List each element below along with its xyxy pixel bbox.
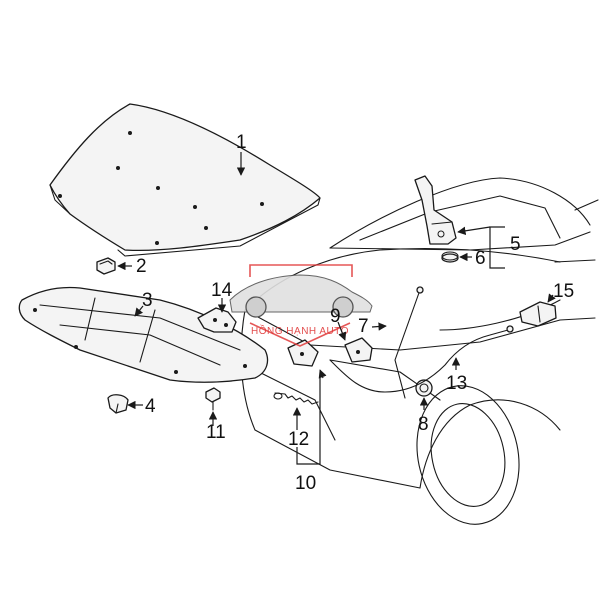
hood-latch [414, 175, 457, 245]
hinge-bolt [205, 387, 221, 411]
vehicle-front-outline [240, 177, 599, 525]
callout-12: 12 [288, 429, 309, 450]
callout-4: 4 [145, 396, 156, 417]
bumper-cushion [96, 257, 116, 275]
callout-2: 2 [136, 256, 147, 277]
hood-insulator [18, 286, 269, 383]
hood-spring [273, 392, 319, 405]
callout-1: 1 [236, 132, 247, 153]
rod-grommet [415, 379, 433, 397]
callout-11: 11 [206, 422, 226, 443]
leader-lines [117, 152, 556, 465]
callout-10: 10 [295, 473, 316, 494]
hood-panel [49, 103, 321, 257]
hood-hinge [287, 337, 373, 367]
latch-nut [441, 251, 459, 263]
hood-hinge-assembly [197, 307, 237, 333]
callout-6: 6 [475, 248, 486, 269]
callout-5: 5 [510, 234, 521, 255]
callout-9: 9 [330, 306, 341, 327]
callout-13: 13 [446, 373, 467, 394]
callout-15: 15 [553, 281, 574, 302]
release-cable [329, 325, 514, 393]
insulator-retainer [107, 394, 129, 414]
watermark-text: HỒNG HẠNH AUTO [251, 324, 349, 337]
hood-support-rod [394, 286, 424, 399]
callout-3: 3 [142, 290, 153, 311]
watermark-logo: HỒNG HẠNH AUTO [229, 264, 373, 347]
release-handle [519, 301, 557, 327]
callout-labels: 1 2 3 4 5 6 7 8 9 10 11 12 13 14 15 [136, 132, 574, 494]
callout-14: 14 [211, 280, 233, 301]
callout-8: 8 [418, 414, 429, 435]
callout-7: 7 [358, 316, 369, 337]
